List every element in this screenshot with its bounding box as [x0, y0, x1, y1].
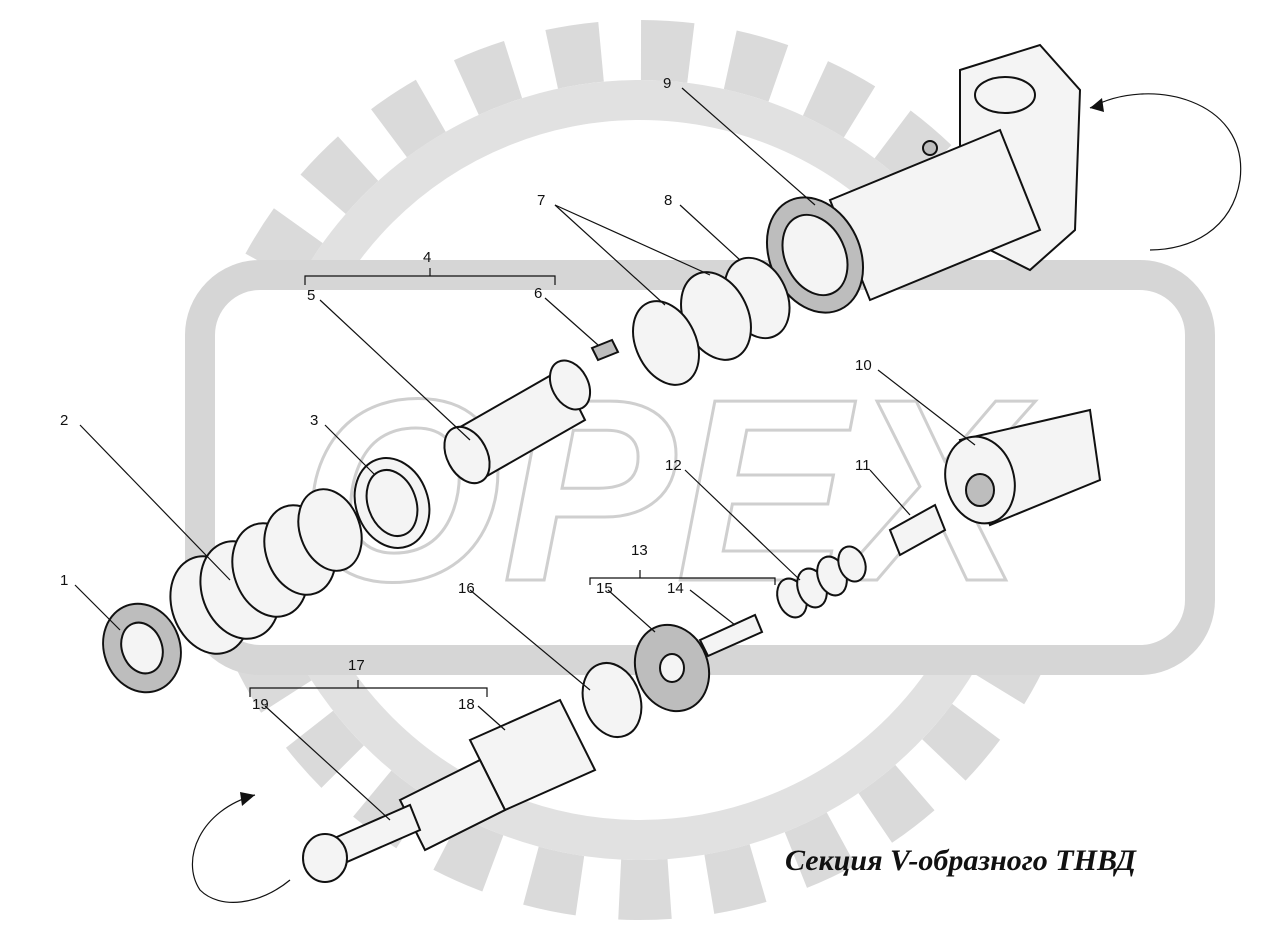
callout-11: 11 [855, 457, 871, 474]
arrowhead-top [1090, 98, 1104, 112]
callout-4: 4 [423, 249, 431, 266]
arrowhead-bottom [240, 792, 255, 806]
part-seal-ring [581, 662, 643, 738]
callout-6: 6 [534, 285, 542, 302]
callout-15: 15 [596, 580, 613, 597]
callout-10: 10 [855, 357, 872, 374]
part-o-ring-7b [632, 300, 700, 386]
part-plunger-pair [302, 698, 597, 883]
callout-18: 18 [458, 696, 475, 713]
callout-5: 5 [307, 287, 315, 304]
part-main-spring [169, 488, 363, 655]
leader-lines [74, 87, 976, 821]
part-housing [765, 43, 1082, 314]
callout-9: 9 [663, 75, 671, 92]
part-valve-spring [776, 545, 867, 619]
callout-2: 2 [60, 412, 68, 429]
brace-13 [589, 570, 776, 585]
callout-1: 1 [60, 572, 68, 589]
rotation-arrow-top [1089, 93, 1242, 251]
callout-3: 3 [310, 412, 318, 429]
brace-17 [249, 680, 488, 697]
rotation-arrow-bottom [191, 794, 291, 903]
callout-14: 14 [667, 580, 684, 597]
diagram-title: Секция V-образного ТНВД [785, 844, 1137, 877]
part-sleeve [443, 359, 592, 485]
callout-16: 16 [458, 580, 475, 597]
callout-8: 8 [664, 192, 672, 209]
callout-17: 17 [348, 657, 365, 674]
callout-12: 12 [665, 457, 682, 474]
brace-4 [304, 268, 556, 285]
part-valve-stop [888, 503, 947, 557]
part-pin [590, 338, 620, 362]
part-delivery-valve [633, 613, 764, 713]
callout-19: 19 [252, 696, 269, 713]
callout-13: 13 [631, 542, 648, 559]
callout-7: 7 [537, 192, 545, 209]
part-valve-holder [944, 408, 1102, 527]
